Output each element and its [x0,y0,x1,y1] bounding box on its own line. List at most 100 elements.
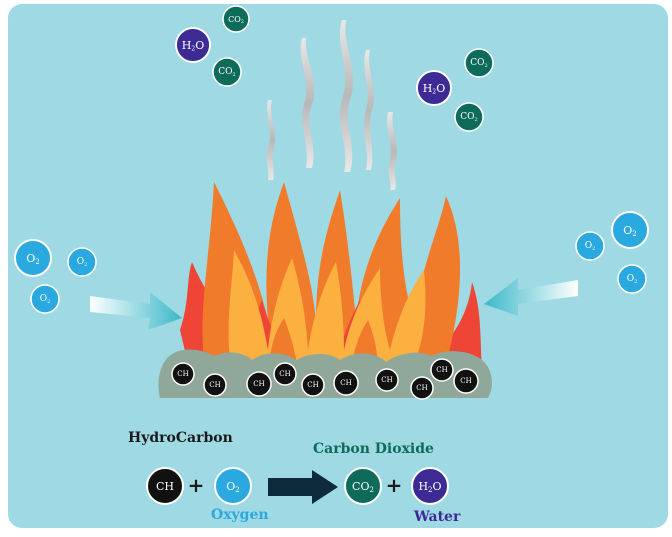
o2-molecule: O2 [617,264,647,294]
fuel-rocks [158,349,492,398]
ch-molecule-circle [453,368,479,394]
ch-molecule: CH [430,358,454,382]
fire [180,182,482,372]
h2o-molecule-label: H2O [423,82,445,96]
o2-molecule: O2 [575,231,605,261]
ch-molecule-circle [246,371,272,397]
rock-bed [158,349,492,398]
ch-molecule-circle [375,368,399,392]
equation-co2-label: CO2 [352,480,374,494]
ch-molecule: CH [375,368,399,392]
equation-h2o: H2O [411,467,449,505]
equation-o2: O2 [214,467,252,505]
co2-molecule-circle [464,48,494,78]
ch-molecule-label: CH [340,379,351,387]
o2-molecule-label: O2 [40,294,51,305]
ch-molecule-label: CH [460,377,471,385]
o2-molecule-circle [30,284,60,314]
h2o-molecule-circle [175,27,211,63]
ch-molecule-circle [301,373,325,397]
ch-molecule-circle [430,358,454,382]
o2-molecule-label: O2 [627,274,638,285]
o2-molecule: O2 [30,284,60,314]
ch-molecule-label: CH [209,381,220,389]
h2o-molecule: H2O [416,70,452,106]
o2-molecule-circle [611,211,649,249]
arrow-right-icon [268,470,338,504]
ch-molecule-circle [203,373,227,397]
equation-molecules: CH O2 CO2 H2O [146,467,449,505]
ch-molecule-label: CH [279,370,290,378]
ch-molecule-label: CH [253,380,264,388]
co2-molecule-label: CO2 [460,112,477,123]
ch-molecule: CH [273,362,297,386]
label-carbon-dioxide: Carbon Dioxide [313,441,434,457]
smoke-wisp [339,20,354,172]
equation-o2-circle [214,467,252,505]
co2-molecule: CO2 [212,57,242,87]
co2-molecule: CO2 [464,48,494,78]
co2-molecule-circle [212,57,242,87]
smoke-wisp [364,50,374,170]
ch-molecule-label: CH [381,376,392,384]
equation-ch-circle [146,467,184,505]
o2-molecule-label: O2 [585,241,596,252]
o2-molecule-label: O2 [77,257,88,268]
ch-molecule: CH [410,376,434,400]
equation-plus: + [386,473,403,497]
ch-molecule: CH [203,373,227,397]
co2-molecule: CO2 [454,102,484,132]
h2o-molecule-label: H2O [182,39,204,53]
co2-molecule-circle [454,102,484,132]
ch-molecule-circle [171,362,195,386]
smoke-wisp [300,38,315,168]
co2-molecule-label: CO2 [228,15,244,25]
ch-molecule-circle [273,362,297,386]
o2-molecule: O2 [611,211,649,249]
co2-molecule-label: CO2 [218,67,235,78]
flame-red [440,282,482,372]
o2-molecule: O2 [67,247,97,277]
equation-o2-label: O2 [226,480,240,494]
o2-molecule-circle [617,264,647,294]
air-intake-arrow-left [90,292,182,330]
ch-molecule-label: CH [436,366,447,374]
co2-molecule: CO2 [222,5,250,33]
equation-h2o-label: H2O [418,480,441,494]
ch-molecule: CH [333,370,359,396]
ch-molecule: CH [171,362,195,386]
ch-molecule-circle [410,376,434,400]
ch-molecule: CH [301,373,325,397]
equation-co2: CO2 [344,467,382,505]
smoke [266,20,397,190]
smoke-wisp [387,112,397,190]
ch-molecule-label: CH [416,384,427,392]
o2-molecule-circle [575,231,605,261]
o2-molecule-label: O2 [623,224,637,238]
equation-plus: + [188,473,205,497]
o2-molecule-circle [67,247,97,277]
co2-molecule-circle [222,5,250,33]
equation: HydroCarbon Carbon Dioxide + + Oxygen Wa… [128,430,461,525]
ch-molecule-label: CH [177,370,188,378]
h2o-molecule: H2O [175,27,211,63]
equation-h2o-circle [411,467,449,505]
ch-molecule: CH [453,368,479,394]
equation-ch-label: CH [156,480,174,493]
ch-molecule: CH [246,371,272,397]
co2-molecule-label: CO2 [470,58,487,69]
air-intake-arrow-right [484,278,578,316]
equation-co2-circle [344,467,382,505]
ch-molecule-circle [333,370,359,396]
h2o-molecule-circle [416,70,452,106]
equation-ch: CH [146,467,184,505]
o2-molecule-circle [14,239,52,277]
ch-molecule-label: CH [307,381,318,389]
label-water: Water [413,509,461,525]
o2-molecule: O2 [14,239,52,277]
o2-molecule-label: O2 [26,252,40,266]
label-hydrocarbon: HydroCarbon [128,430,233,446]
